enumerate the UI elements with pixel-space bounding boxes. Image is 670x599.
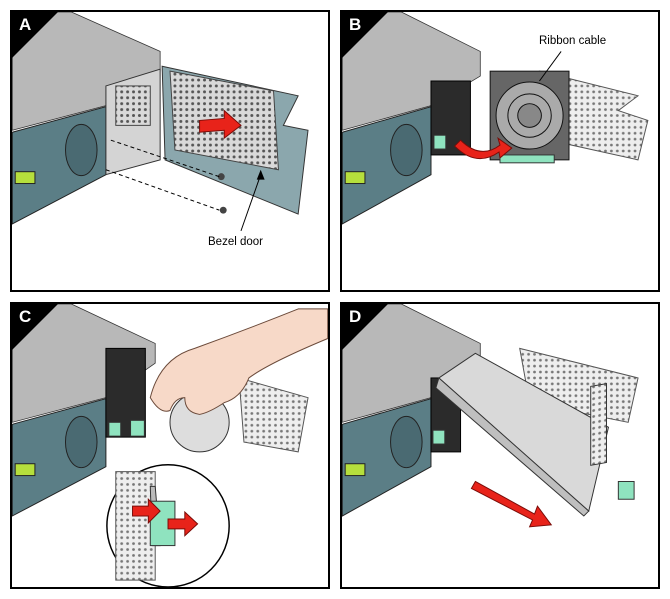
psu-handle	[617, 480, 635, 500]
fan-connector	[499, 154, 555, 164]
green-latch	[108, 421, 122, 437]
green-latch	[433, 134, 447, 150]
callout-arrowhead	[256, 169, 265, 180]
hand-illustration	[149, 308, 328, 415]
lcd-display	[344, 171, 366, 185]
bezel-door-callout: Bezel door	[208, 236, 263, 248]
zoom-grille	[115, 471, 156, 581]
step-letter: D	[349, 307, 362, 326]
step-d-panel: D	[340, 302, 660, 589]
bezel-handle	[390, 415, 423, 469]
fan-grille	[115, 85, 151, 126]
screw-icon	[217, 173, 225, 181]
red-arrow	[470, 480, 553, 528]
step-c-panel: C	[10, 302, 330, 589]
step-tag: C	[12, 304, 58, 350]
screw-icon	[219, 206, 227, 214]
lcd-display	[14, 171, 36, 185]
screw-guide	[110, 139, 220, 178]
ribbon-cable-callout: Ribbon cable	[539, 35, 607, 47]
step-tag: A	[12, 12, 58, 58]
callout-leader	[539, 51, 562, 82]
step-a-illustration	[12, 12, 309, 232]
screw-guide	[105, 169, 220, 211]
red-arrow	[167, 510, 199, 537]
step-b-illustration	[342, 12, 649, 225]
bezel-handle	[64, 415, 98, 469]
red-arrow	[132, 498, 161, 525]
step-letter: B	[349, 15, 362, 34]
bezel-handle	[390, 123, 423, 177]
lcd-display	[344, 463, 366, 477]
step-letter: C	[19, 307, 32, 326]
step-b-panel: B Ribbon cable	[340, 10, 660, 292]
lcd-display	[14, 463, 36, 477]
step-letter: A	[19, 15, 32, 34]
step-d-illustration	[342, 304, 639, 528]
step-a-panel: A Bezel door	[10, 10, 330, 292]
red-arrow	[199, 109, 242, 140]
green-latch	[432, 429, 446, 445]
green-latch	[130, 419, 145, 437]
callout-leader	[240, 174, 262, 232]
red-arrow	[453, 136, 513, 160]
psu-vent	[590, 383, 607, 466]
step-tag: B	[342, 12, 388, 58]
step-tag: D	[342, 304, 388, 350]
bezel-door	[238, 377, 309, 453]
step-c-illustration	[12, 304, 328, 587]
bezel-handle	[65, 123, 98, 177]
